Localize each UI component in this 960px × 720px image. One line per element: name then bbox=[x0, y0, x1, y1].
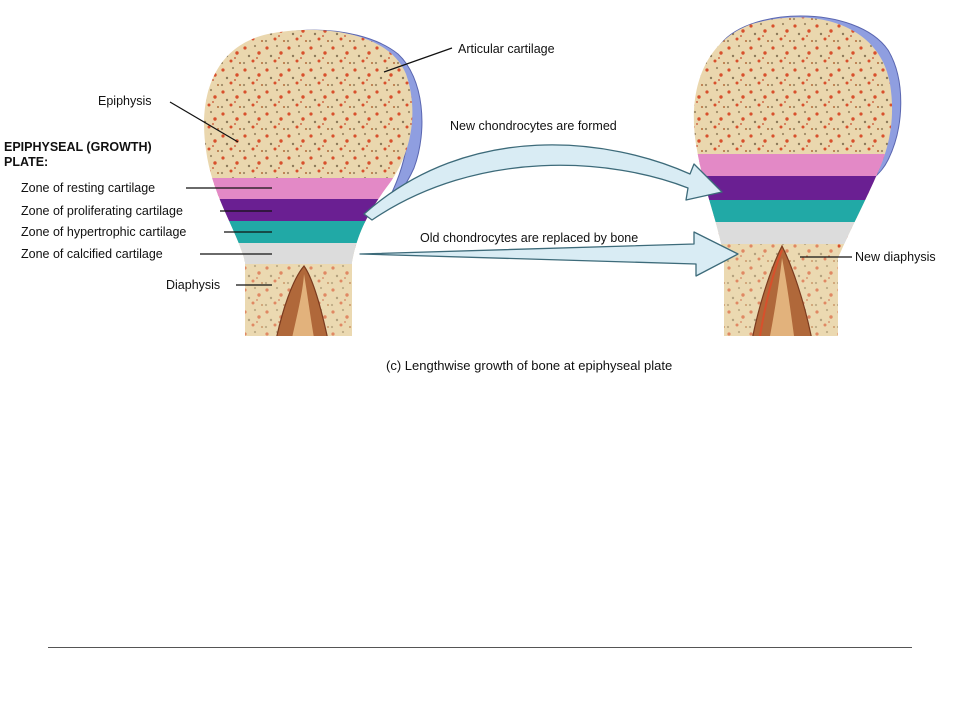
label-epiphysis: Epiphysis bbox=[98, 94, 152, 108]
label-zone-calcified: Zone of calcified cartilage bbox=[21, 247, 163, 261]
left-zone-resting bbox=[204, 178, 413, 199]
label-old-chondrocytes: Old chondrocytes are replaced by bone bbox=[420, 231, 638, 245]
left-zone-proliferating bbox=[204, 199, 413, 221]
label-articular-cartilage: Articular cartilage bbox=[458, 42, 555, 56]
label-diaphysis: Diaphysis bbox=[166, 278, 220, 292]
footer-divider bbox=[48, 647, 912, 648]
leader-articular-cartilage bbox=[383, 47, 453, 73]
label-zone-resting: Zone of resting cartilage bbox=[21, 181, 155, 195]
label-new-chondrocytes: New chondrocytes are formed bbox=[450, 119, 617, 133]
label-new-diaphysis: New diaphysis bbox=[855, 250, 936, 264]
leader-epiphysis bbox=[169, 101, 239, 143]
right-bone bbox=[693, 15, 902, 336]
label-growth-plate-line1: EPIPHYSEAL (GROWTH) bbox=[4, 140, 152, 154]
arrow-old-chondrocytes bbox=[359, 231, 739, 277]
arrow-new-chondrocytes bbox=[363, 144, 723, 221]
label-growth-plate-line2: PLATE: bbox=[4, 155, 48, 169]
right-zone-calcified bbox=[693, 222, 893, 244]
right-zone-hypertrophic bbox=[693, 200, 893, 222]
figure-caption: (c) Lengthwise growth of bone at epiphys… bbox=[386, 358, 672, 373]
left-bone bbox=[204, 29, 423, 336]
label-zone-proliferating: Zone of proliferating cartilage bbox=[21, 204, 183, 218]
right-zone-resting bbox=[693, 154, 893, 176]
right-zone-proliferating bbox=[693, 176, 893, 200]
label-zone-hypertrophic: Zone of hypertrophic cartilage bbox=[21, 225, 186, 239]
leader-lines bbox=[169, 47, 852, 286]
